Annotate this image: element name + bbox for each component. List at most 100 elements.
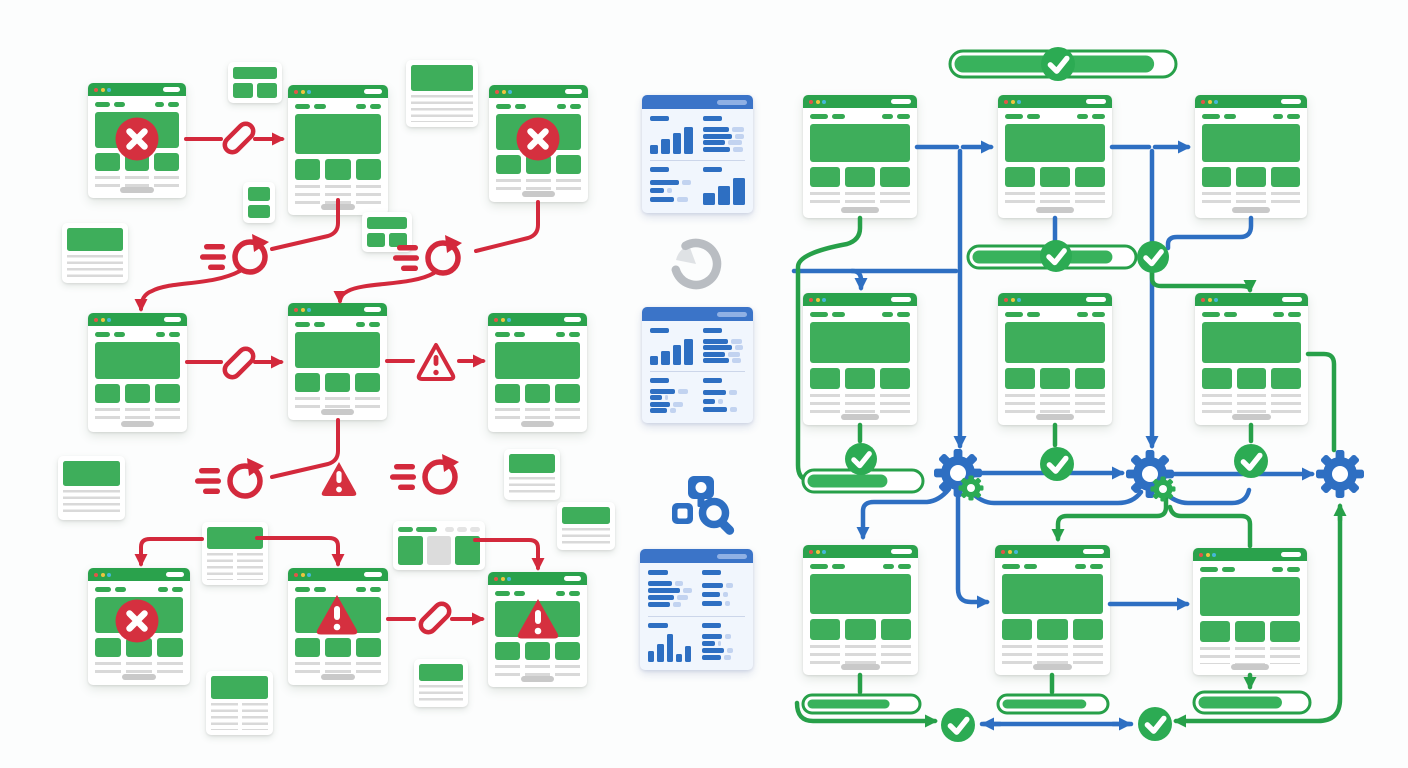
card-cell-muted [426,536,452,565]
minimize-dot-icon [500,317,505,322]
window-nav [88,326,187,337]
text-line-column [1202,191,1232,207]
text-line-column [1270,646,1300,664]
nav-pill [897,312,910,317]
list-bar-tail [717,640,722,646]
browser-window-L3 [489,85,588,202]
window-titlebar [88,313,187,326]
window-text-lines [810,645,911,664]
list-bar-fill [702,147,730,153]
list-bar-fill [701,633,723,639]
nav-pill [569,104,581,109]
text-line-column [295,185,321,204]
nav-pill [568,332,580,337]
text-line-column [1075,191,1105,207]
nav-pill [314,322,326,327]
titlebar-button [364,88,382,95]
window-nav [1195,306,1308,317]
window-footer-pill [120,421,155,427]
window-card-cell [496,155,521,174]
tab-pill [470,526,480,532]
browser-window-R6 [1195,293,1308,425]
window-card-cell [1040,367,1070,390]
expand-dot-icon [307,572,311,577]
panel-top-row [650,116,745,154]
text-col [211,702,238,730]
close-dot-icon [494,576,498,581]
window-card-cell [845,167,875,187]
minimize-dot-icon [1205,552,1210,557]
window-hero-block [1005,322,1105,363]
window-titlebar [88,568,190,581]
expand-dot-icon [822,549,826,554]
check-circle-icon [845,443,877,475]
nav-pill [369,104,381,109]
text-line-column [1202,394,1232,414]
window-card-cell [1200,621,1230,642]
thumbnail-card-cellsv [243,182,275,223]
panel-section [702,378,746,415]
list-bar-row [702,345,746,351]
chart-bar [702,192,715,205]
section-label-bar [702,378,722,383]
window-footer-pill [840,207,880,213]
connector-red [134,537,204,567]
panel-bottom-row [650,371,745,415]
window-hero-block [295,597,381,634]
text-line-column [1040,394,1070,414]
text-line-column [880,394,910,414]
browser-window-R3 [1195,95,1307,218]
thumbnail-card-media [414,659,468,707]
nav-pill [157,587,168,592]
window-text-lines [295,185,381,204]
list-bar-fill [650,196,674,202]
list-bar-fill [650,179,679,185]
window-text-lines [295,396,380,409]
expand-dot-icon [507,317,511,322]
mini-bar-chart [650,337,693,365]
text-line-column [355,185,381,204]
window-titlebar [488,313,587,326]
panel-section [650,328,693,365]
tab-pill [398,526,413,532]
thumbnail-card-media [62,223,128,283]
list-bar-fill [648,595,675,601]
text-line-column [1271,394,1302,414]
nav-pill [897,564,911,569]
list-bar-tail [670,408,676,414]
window-card-cell [810,367,840,390]
window-card-cell [95,152,120,172]
list-bar-fill [650,188,665,193]
thumbnail-card-media [557,502,615,550]
list-bar-row [701,654,746,660]
browser-window-L2 [288,85,388,215]
nav-pill [810,312,828,317]
list-bar-fill [701,582,724,588]
window-card-row [95,383,180,403]
window-text-lines [1005,394,1105,414]
browser-window-L7 [88,568,190,685]
text-line-column [325,185,351,204]
window-card-row [495,641,580,661]
titlebar-button [163,316,181,323]
card-text-lines [509,476,555,495]
list-bar-row [648,595,692,601]
close-dot-icon [294,307,298,312]
text-line-column [810,191,840,207]
window-card-cell [126,638,152,657]
nav-pill [1272,114,1284,119]
list-bar-row [701,633,746,639]
panel-section [650,167,693,205]
window-card-cell [95,383,120,403]
window-hero-block [1202,124,1300,163]
window-card-cell [1075,367,1105,390]
list-bar-fill [702,358,729,364]
list-bar-fill [648,588,680,594]
list-bar-row [702,398,746,404]
window-card-cell [355,373,380,392]
nav-pill [295,587,311,592]
window-nav [803,108,917,119]
list-bar-row [702,126,746,132]
expand-dot-icon [508,89,512,94]
